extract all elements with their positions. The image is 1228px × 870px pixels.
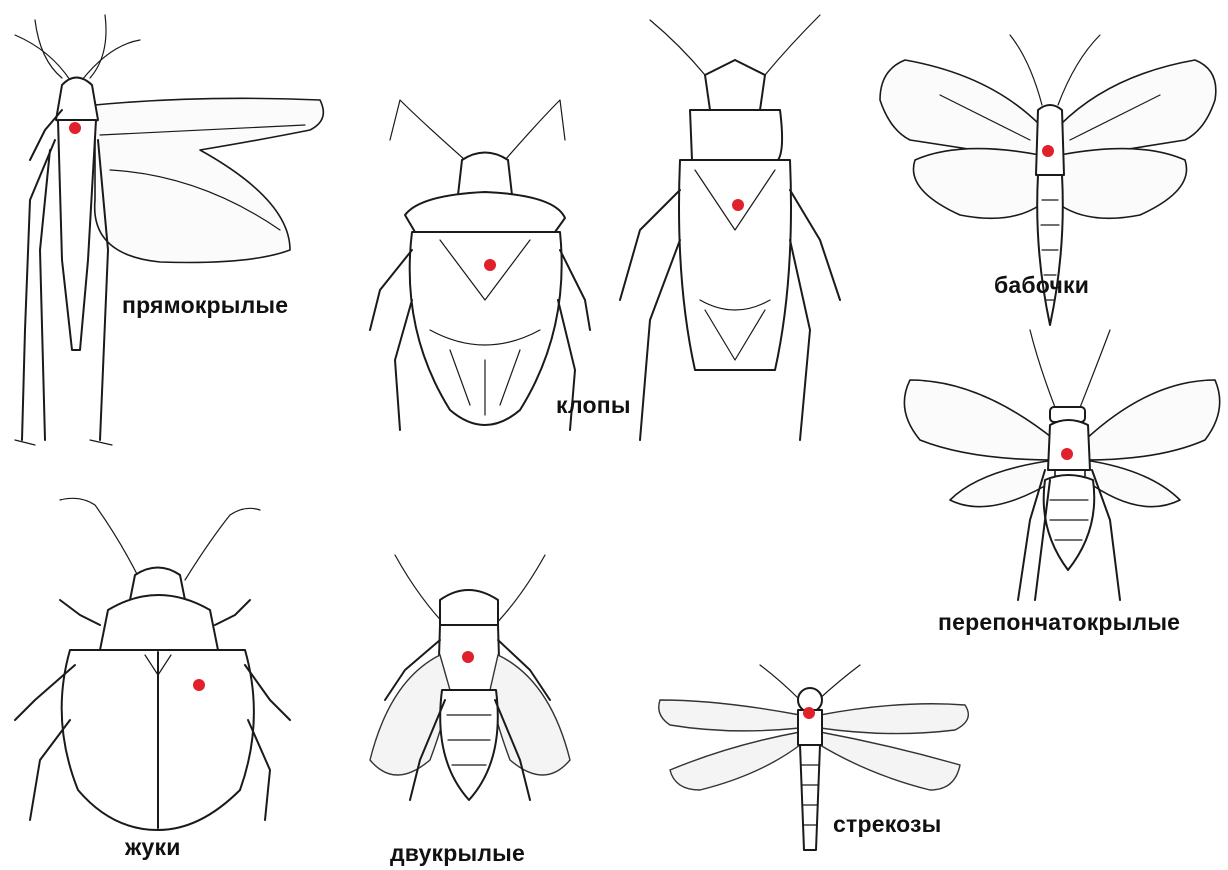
- marker-dot-wasp: [1061, 448, 1073, 460]
- marker-dot-grasshopper: [69, 122, 81, 134]
- marker-dot-shield-bug: [484, 259, 496, 271]
- wasp-drawing: [904, 330, 1219, 600]
- fly-drawing: [370, 555, 570, 800]
- marker-dot-dragonfly: [803, 707, 815, 719]
- label-beetles: жуки: [125, 834, 181, 861]
- label-hymenoptera: перепончатокрылые: [938, 609, 1180, 636]
- beetle-drawing: [15, 498, 290, 830]
- label-diptera: двукрылые: [390, 840, 525, 867]
- marker-dot-fly: [462, 651, 474, 663]
- marker-dot-long-bug: [732, 199, 744, 211]
- label-orthoptera: прямокрылые: [122, 292, 288, 319]
- label-butterflies: бабочки: [994, 272, 1089, 299]
- marker-dot-moth: [1042, 145, 1054, 157]
- grasshopper-drawing: [15, 15, 323, 445]
- marker-dot-beetle: [193, 679, 205, 691]
- shield-bug-drawing: [370, 100, 590, 430]
- long-bug-drawing: [620, 15, 840, 440]
- label-bugs: клопы: [556, 392, 631, 419]
- label-dragonflies: стрекозы: [833, 811, 942, 838]
